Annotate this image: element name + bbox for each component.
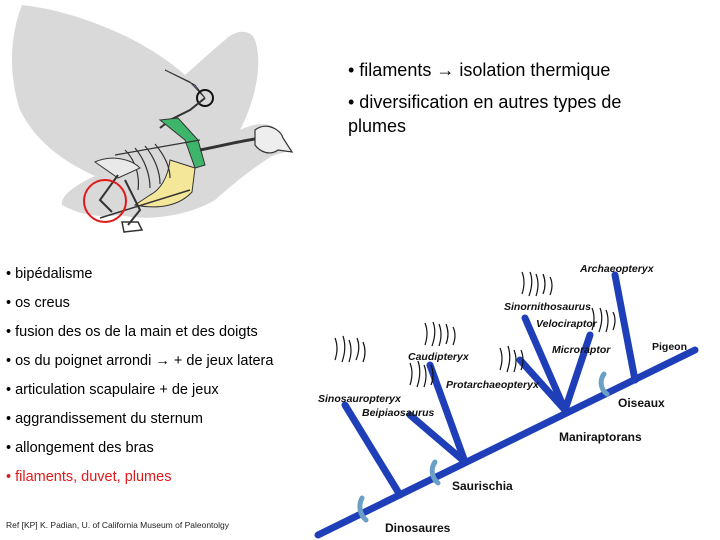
node-marker-oiseaux (598, 371, 610, 397)
taxon-labels: Sinosauropteryx Beipiaosaurus Caudiptery… (318, 263, 687, 419)
taxon-caudipteryx: Caudipteryx (408, 351, 470, 363)
phylogenetic-tree: Sinosauropteryx Beipiaosaurus Caudiptery… (314, 263, 699, 539)
node-marker-saurischia (429, 459, 441, 486)
branch-sinornithosaurus (521, 314, 569, 414)
taxon-velociraptor: Velociraptor (536, 318, 598, 330)
feet (121, 221, 144, 233)
highlight-circle (83, 179, 127, 223)
feature-list: • bipédalisme • os creus • fusion des os… (6, 264, 306, 496)
bullet-diversification: • diversification en autres types de plu… (348, 92, 622, 136)
taxon-sinosauropteryx: Sinosauropteryx (318, 393, 402, 405)
clade-oiseaux: Oiseaux (618, 396, 665, 410)
bird-skeleton-illustration (12, 5, 294, 233)
branch-caudipteryx (426, 361, 469, 466)
pigeon-silhouette (12, 5, 292, 218)
feature-item: • aggrandissement du sternum (6, 411, 203, 427)
legs (98, 174, 142, 226)
branch-protarchaeopteryx (516, 356, 569, 414)
branch-beipiaosaurus (406, 411, 469, 466)
feature-item: • articulation scapulaire + de jeux (6, 382, 219, 398)
bullet-filaments: • filaments → isolation thermique (348, 60, 611, 80)
feature-item: • bipédalisme (6, 266, 93, 282)
taxon-microraptor: Microraptor (552, 344, 611, 356)
skull (254, 125, 294, 154)
ribs (114, 139, 201, 191)
pelvis (94, 157, 141, 179)
pointer-line (99, 189, 191, 219)
taxon-archaeopteryx: Archaeopteryx (579, 263, 655, 275)
feather-tufts (334, 271, 616, 388)
clade-dinosaures: Dinosaures (385, 521, 451, 535)
tree-branches (314, 271, 699, 539)
feature-item: • os creus (6, 295, 70, 311)
branch-archaeopteryx (611, 271, 639, 384)
wrist-marker (196, 89, 214, 107)
taxon-beipiaosaurus: Beipiaosaurus (362, 407, 435, 419)
reference-caption: Ref [KP] K. Padian, U. of California Mus… (6, 520, 230, 530)
taxon-pigeon: Pigeon (652, 341, 687, 353)
right-arrow-icon: → (436, 60, 455, 80)
sternum (133, 159, 196, 208)
top-bullets: • filaments → isolation thermique • dive… (348, 58, 678, 146)
taxon-sinornithosaurus: Sinornithosaurus (504, 301, 591, 313)
clade-node-markers (357, 371, 610, 523)
feature-item-highlight: • filaments, duvet, plumes (6, 469, 172, 485)
feature-item: • os du poignet arrondi → + de jeux late… (6, 353, 274, 369)
clade-maniraptorans: Maniraptorans (559, 430, 642, 444)
feature-item: • fusion des os de la main et des doigts (6, 324, 258, 340)
feature-item: • allongement des bras (6, 440, 154, 456)
clade-saurischia: Saurischia (452, 479, 513, 493)
clade-labels: Dinosaures Saurischia Maniraptorans Oise… (385, 396, 665, 535)
branch-sinosauropteryx (341, 401, 404, 499)
shoulder-bones (158, 117, 206, 169)
branch-microraptor (561, 331, 594, 414)
node-marker-dinosaures (357, 495, 369, 523)
taxon-protarchaeopteryx: Protarchaeopteryx (446, 379, 540, 391)
